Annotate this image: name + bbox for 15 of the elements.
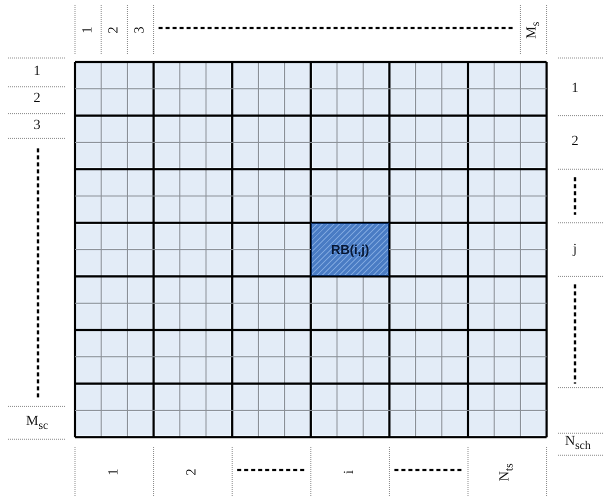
row-index-label: M$_{sc}$ [26,414,48,432]
row-index-label: 2 [34,92,40,106]
column-index-label: 3 [134,26,148,34]
subchannel-label: N$_{sch}$ [565,435,591,452]
row-index-label: 1 [34,65,40,80]
resource-block: RB(i,j) [310,222,390,276]
row-index-label: 3 [34,119,40,133]
column-index-label: 2 [107,26,122,34]
time-slot-label: 1 [107,468,122,476]
subchannel-label: j [573,242,577,257]
time-slot-label: 2 [186,468,200,476]
column-index-label: 1 [81,26,96,34]
subchannel-label: 1 [572,82,578,96]
subchannel-label: 2 [572,135,578,150]
time-slot-label: i [343,470,358,474]
